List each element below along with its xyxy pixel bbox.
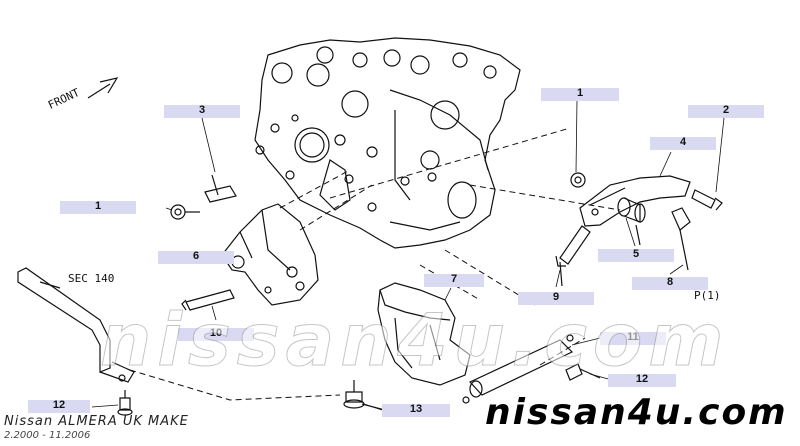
bolt-9 bbox=[555, 225, 591, 287]
callout-6[interactable]: 6 bbox=[158, 250, 234, 264]
callout-5-label: 5 bbox=[632, 248, 640, 260]
watermark-small: nissan4u.com bbox=[485, 392, 788, 433]
spacer-5 bbox=[617, 197, 646, 246]
callout-3[interactable]: 3 bbox=[164, 104, 240, 118]
bolt-10 bbox=[181, 289, 235, 311]
callout-13[interactable]: 13 bbox=[382, 403, 450, 417]
model-dates: 2.2000 - 11.2006 bbox=[4, 430, 91, 441]
front-arrow bbox=[87, 77, 119, 99]
cover-7 bbox=[377, 282, 471, 386]
callout-11[interactable]: 11 bbox=[600, 331, 666, 345]
stud-3 bbox=[204, 174, 237, 203]
callout-9-label: 9 bbox=[552, 291, 560, 303]
callout-9[interactable]: 9 bbox=[518, 291, 594, 305]
callout-10[interactable]: 10 bbox=[178, 327, 254, 341]
bolt-12-left bbox=[117, 390, 133, 416]
callout-4-label: 4 bbox=[679, 136, 687, 148]
callout-12-right-label: 12 bbox=[635, 373, 649, 385]
tube-11 bbox=[462, 334, 574, 404]
bracket-4 bbox=[570, 172, 691, 227]
callout-11-label: 11 bbox=[627, 331, 639, 343]
mounting-bracket bbox=[221, 203, 319, 306]
callout-5[interactable]: 5 bbox=[598, 248, 674, 262]
sec140-pipe bbox=[17, 267, 135, 383]
callout-2-label: 2 bbox=[722, 104, 730, 116]
callout-7[interactable]: 7 bbox=[424, 273, 484, 287]
callout-1-right-label: 1 bbox=[576, 87, 584, 99]
clip-8 bbox=[671, 207, 691, 271]
callout-2[interactable]: 2 bbox=[688, 104, 764, 118]
bolt-2 bbox=[691, 189, 723, 211]
callout-1-left[interactable]: 1 bbox=[60, 200, 136, 214]
callout-4[interactable]: 4 bbox=[650, 136, 716, 150]
callout-12-left[interactable]: 12 bbox=[28, 399, 90, 413]
callout-10-label: 10 bbox=[209, 327, 223, 339]
callout-1-right[interactable]: 1 bbox=[541, 87, 619, 101]
callout-6-label: 6 bbox=[192, 250, 200, 262]
watermark-large: nissan4u.com bbox=[99, 298, 730, 383]
callout-12-left-label: 12 bbox=[52, 399, 66, 411]
callout-8-label: 8 bbox=[666, 276, 674, 288]
callout-8[interactable]: 8 bbox=[632, 276, 708, 290]
sec-140-label: SEC 140 bbox=[68, 272, 115, 285]
callout-3-label: 3 bbox=[198, 104, 206, 116]
nut-1-left bbox=[170, 204, 200, 220]
bolt-12-right bbox=[565, 363, 601, 381]
callout-13-label: 13 bbox=[409, 403, 423, 415]
engine-block bbox=[254, 37, 521, 249]
callout-7-label: 7 bbox=[450, 273, 458, 285]
bolt-13 bbox=[343, 380, 386, 411]
p1-label: P(1) bbox=[694, 289, 721, 302]
callout-12-right[interactable]: 12 bbox=[608, 373, 676, 387]
model-title: Nissan ALMERA UK MAKE bbox=[4, 414, 189, 429]
callout-1-left-label: 1 bbox=[94, 200, 102, 212]
